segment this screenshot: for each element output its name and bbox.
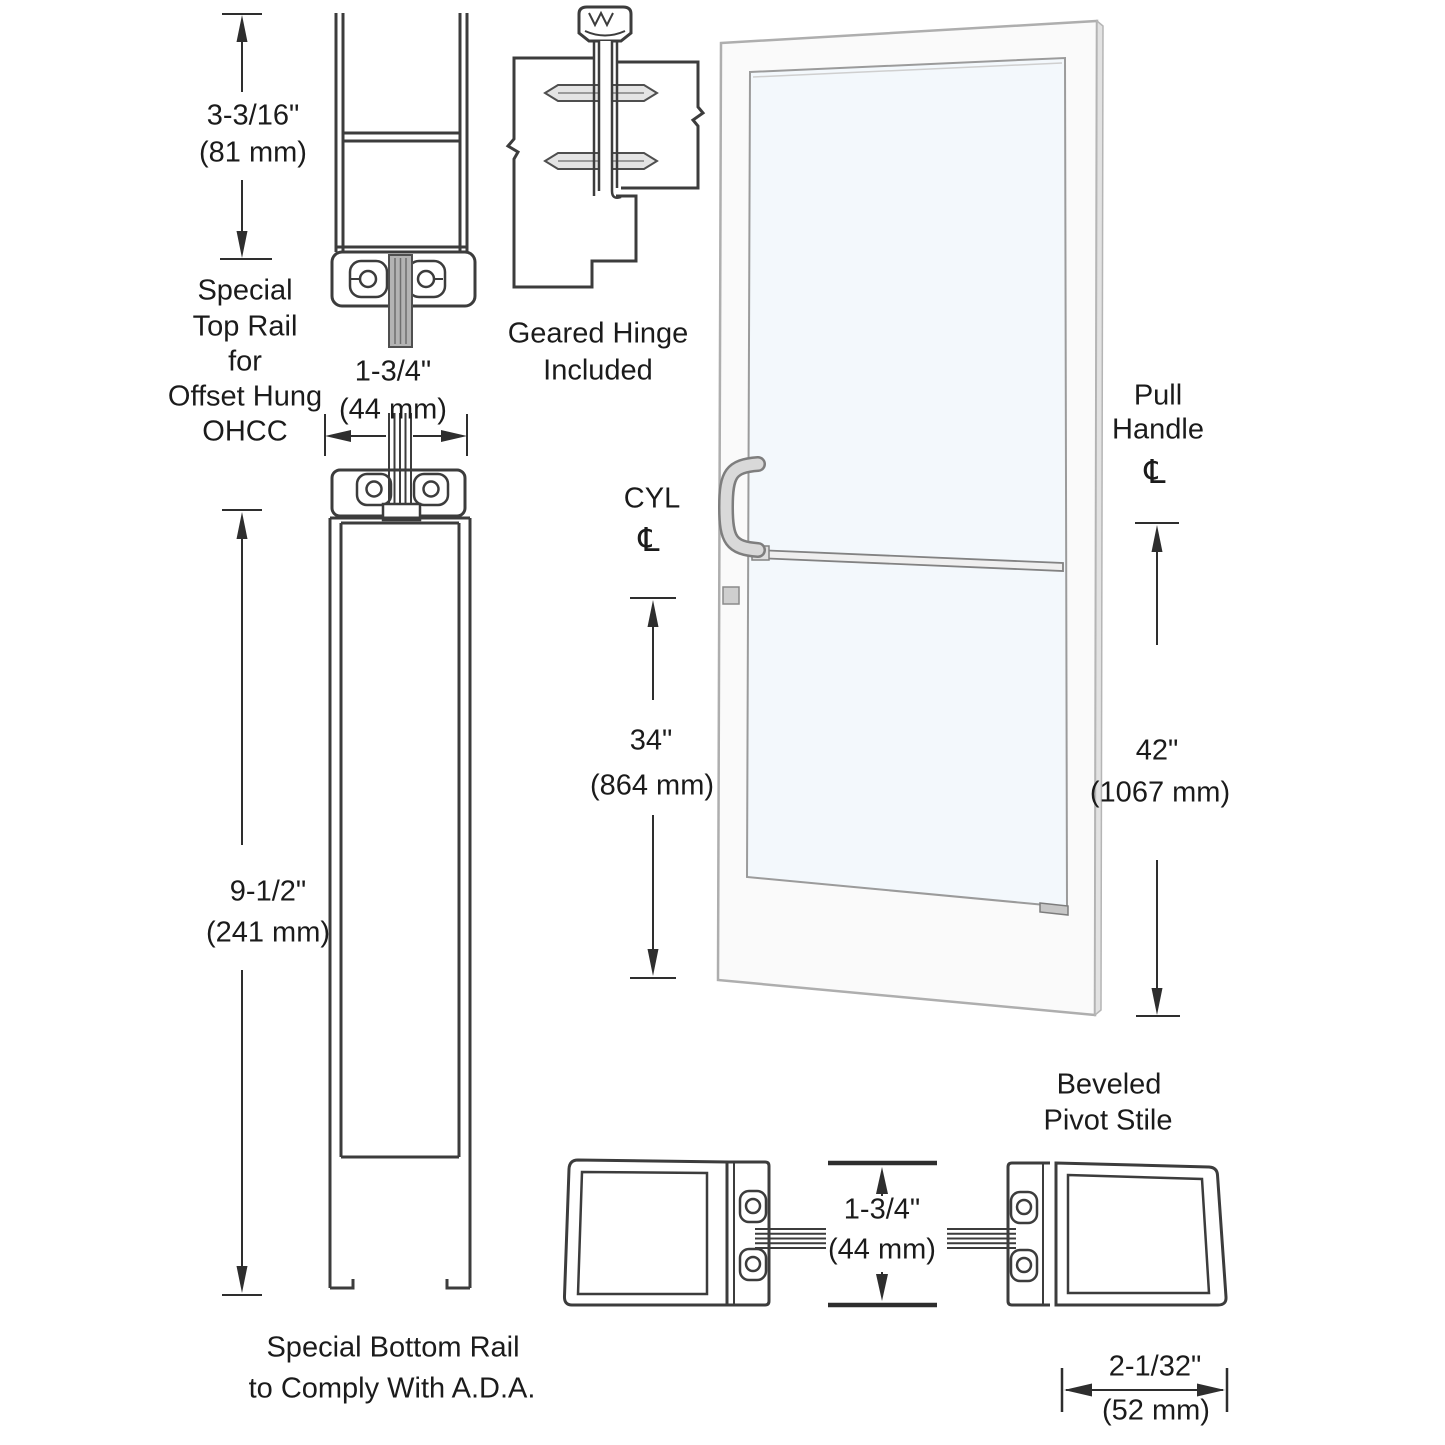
hinge-caption-line2: Included: [543, 354, 653, 387]
bottom-rail-height-metric: (241 mm): [205, 916, 331, 949]
top-rail-caption-line5: OHCC: [202, 415, 288, 448]
pull-handle-centerline-symbol: ℄: [1144, 452, 1166, 492]
dimension-stile-width: [1060, 1368, 1229, 1412]
bottom-rail-caption-line1: Special Bottom Rail: [266, 1331, 520, 1364]
pull-handle[interactable]: [717, 456, 766, 558]
top-rail-height-value: 3-3/16": [206, 99, 300, 132]
door-glass: [745, 56, 1069, 909]
dimension-door-thickness-bottom: [828, 1160, 937, 1308]
glass-hatch-bottom-left: [755, 1228, 826, 1249]
top-rail-height-metric: (81 mm): [199, 136, 307, 169]
door-thickness-top-metric: (44 mm): [339, 393, 447, 426]
top-rail-caption-line2: Top Rail: [192, 310, 298, 343]
pull-handle-caption-line1: Pull: [1133, 379, 1183, 412]
bottom-rail-caption-line2: to Comply With A.D.A.: [248, 1372, 536, 1405]
door-illustration: [716, 19, 1104, 1017]
cyl-label: CYL: [623, 482, 681, 515]
glass-hatch-left: [388, 413, 412, 504]
cyl-centerline-symbol: ℄: [638, 520, 660, 560]
stile-width-metric: (52 mm): [1102, 1394, 1210, 1427]
cylinder-lock[interactable]: [722, 586, 740, 605]
stile-caption-line2: Pivot Stile: [1043, 1104, 1173, 1137]
hinge-caption-line1: Geared Hinge: [507, 317, 689, 350]
pull-handle-height-metric: (1067 mm): [1089, 776, 1231, 809]
dimension-door-thickness-top: [324, 414, 468, 456]
dimension-bottom-rail-height: [222, 509, 262, 1296]
cyl-height-value: 34": [629, 724, 673, 757]
stile-caption-line1: Beveled: [1056, 1068, 1162, 1101]
top-rail-caption-line1: Special: [197, 274, 293, 307]
top-rail-caption-line4: Offset Hung: [167, 380, 323, 413]
door-thickness-bottom-metric: (44 mm): [828, 1233, 936, 1266]
door-thickness-top-value: 1-3/4": [354, 355, 432, 388]
stile-width-value: 2-1/32": [1108, 1350, 1202, 1383]
pivot-stile-right-drawing: [1006, 1161, 1228, 1307]
pull-handle-caption-line2: Handle: [1112, 413, 1204, 446]
dimension-cyl-height: [630, 597, 676, 979]
geared-hinge-drawing: [505, 5, 706, 289]
glass-hatch-bottom-right: [947, 1228, 1016, 1249]
dimension-pull-handle-height: [1135, 522, 1180, 1017]
dimension-top-rail-height: [220, 13, 272, 260]
top-rail-profile-drawing: [330, 13, 477, 348]
top-rail-caption-line3: for: [228, 345, 262, 378]
pivot-stile-left-drawing: [562, 1158, 771, 1307]
cyl-height-metric: (864 mm): [589, 769, 715, 802]
door-thickness-bottom-value: 1-3/4": [843, 1193, 921, 1226]
bottom-rail-height-value: 9-1/2": [229, 875, 307, 908]
bottom-latch: [1039, 902, 1069, 916]
bottom-rail-profile-drawing: [328, 468, 472, 1290]
pull-handle-height-value: 42": [1135, 734, 1179, 767]
door-edge-face: [1094, 19, 1104, 1017]
